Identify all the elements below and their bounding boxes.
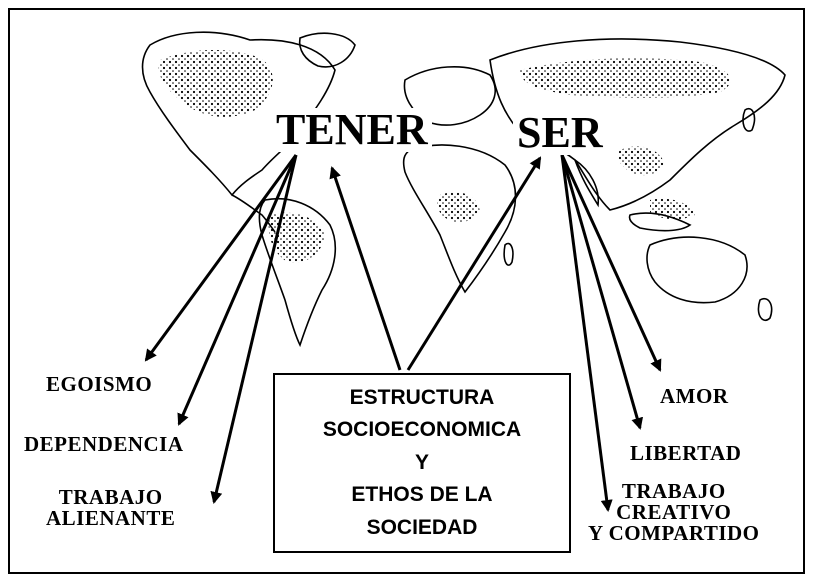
trabajo-creativo-line-1: TRABAJO (621, 479, 726, 503)
forest-regions (158, 49, 731, 263)
arrow-tener-to-trabajo-alienante (210, 154, 298, 504)
trabajo-creativo-line-3: Y COMPARTIDO (588, 521, 760, 545)
structure-line-4: ETHOS DE LA (351, 483, 493, 507)
arrow-tener-to-dependencia (177, 154, 298, 426)
dependencia-label: DEPENDENCIA (24, 432, 184, 456)
libertad-label: LIBERTAD (630, 441, 742, 465)
structure-line-5: SOCIEDAD (366, 515, 478, 539)
arrow-ser-to-trabajo-creativo (560, 154, 613, 512)
arrows (144, 154, 662, 512)
continent-greenland (298, 32, 356, 68)
arrow-structure-to-tener (329, 166, 402, 371)
continent-new-zealand (757, 298, 773, 322)
continent-australia (646, 236, 748, 304)
structure-line-3: Y (414, 450, 429, 474)
continent-japan (742, 108, 756, 132)
structure-box: ESTRUCTURA SOCIOECONOMICA Y ETHOS DE LA … (273, 373, 571, 553)
continent-north-america (141, 31, 336, 197)
amor-label: AMOR (660, 384, 729, 408)
trabajo-alienante-label: TRABAJO ALIENANTE (46, 487, 175, 529)
arrow-ser-to-libertad (560, 154, 644, 430)
trabajo-alienante-line-1: TRABAJO (58, 485, 163, 509)
arrow-ser-to-amor (560, 154, 662, 372)
trabajo-creativo-line-2: CREATIVO (616, 500, 732, 524)
tener-label: TENER (272, 108, 432, 152)
continent-africa (402, 144, 517, 294)
arrow-tener-to-egoismo (144, 154, 298, 362)
structure-line-1: ESTRUCTURA (349, 385, 495, 409)
egoismo-label: EGOISMO (46, 372, 153, 396)
continent-madagascar (503, 242, 514, 266)
trabajo-alienante-line-2: ALIENANTE (46, 506, 176, 530)
ser-label: SER (513, 111, 607, 155)
continent-india (573, 157, 600, 208)
arrow-structure-to-ser (406, 156, 542, 371)
structure-line-2: SOCIOECONOMICA (322, 418, 522, 442)
trabajo-creativo-label: TRABAJO CREATIVO Y COMPARTIDO (588, 481, 760, 544)
